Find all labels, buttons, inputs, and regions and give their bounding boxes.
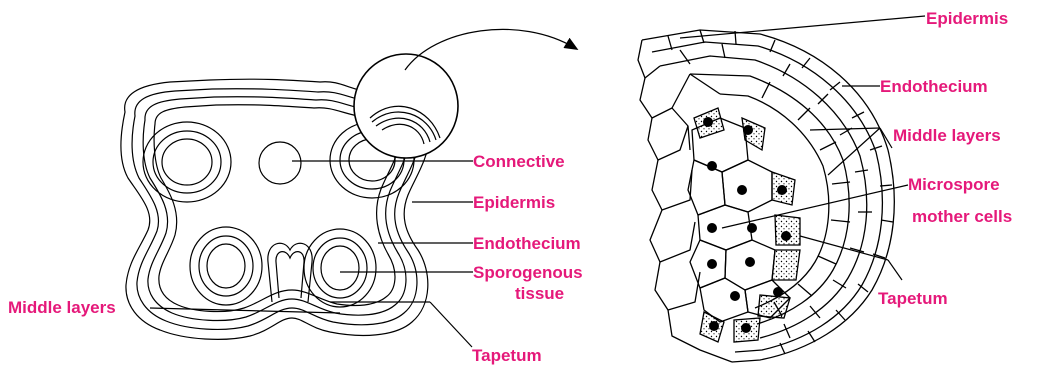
label-tapetum-left: Tapetum [472,346,542,365]
right-leader-lines [680,16,925,280]
label-middle-layers-left: Middle layers [8,298,116,317]
label-epidermis-left: Epidermis [473,193,555,212]
label-endothecium-right: Endothecium [880,77,988,96]
locule-bottom-left [190,227,262,305]
locule-bottom-right [304,229,376,307]
label-middle-layers-right: Middle layers [893,126,1001,145]
label-sporogenous-line2: tissue [515,284,564,303]
label-microspore-line2: mother cells [912,207,1012,226]
label-sporogenous-line1: Sporogenous [473,263,583,282]
label-epidermis-right: Epidermis [926,9,1008,28]
enlarged-anther-wall [638,30,894,362]
label-endothecium-left: Endothecium [473,234,581,253]
connective-cells [638,40,732,362]
label-tapetum-right: Tapetum [878,289,948,308]
label-microspore-line1: Microspore [908,175,1000,194]
connective-tissue [259,142,301,184]
label-connective: Connective [473,152,565,171]
anther-cross-section [121,29,575,339]
